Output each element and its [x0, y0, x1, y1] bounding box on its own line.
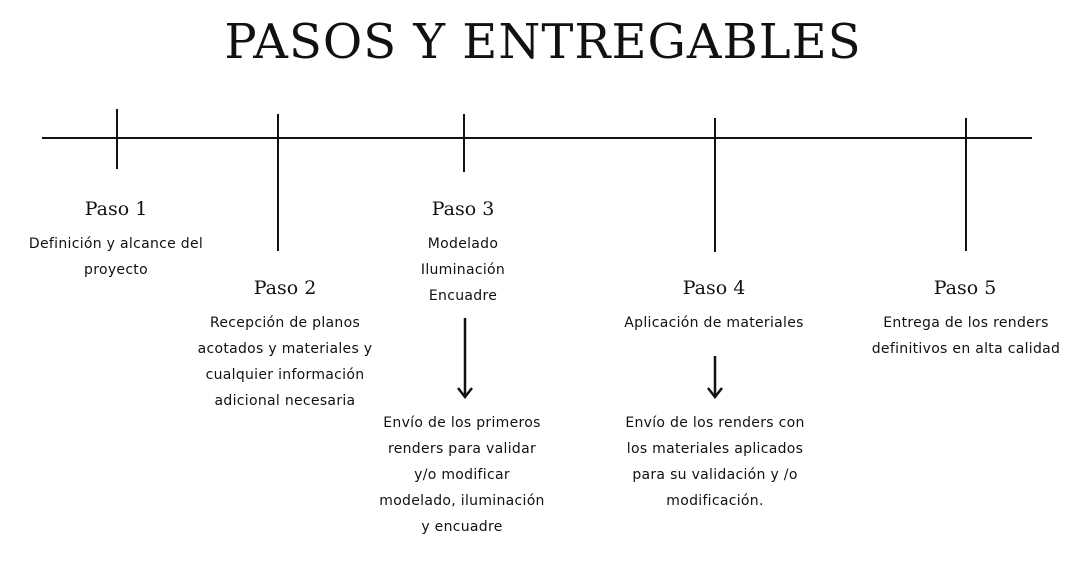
timeline-line [42, 137, 1032, 139]
step-5-line-2: definitivos en alta calidad [871, 341, 1061, 357]
step-3-title: Paso 3 [431, 198, 495, 220]
step-4-title: Paso 4 [682, 277, 746, 299]
timeline-tick-3 [463, 114, 465, 172]
arrow-down-icon [457, 318, 473, 400]
step-1-description: Definición y alcance del proyecto [6, 231, 226, 283]
step-4-line-1: Aplicación de materiales [624, 315, 804, 331]
step-3-line-1: Modelado [427, 236, 499, 252]
step-1-line-2: proyecto [84, 262, 148, 278]
deliverable-2: Envío de los renders con los materiales … [597, 410, 833, 514]
step-5-title: Paso 5 [933, 277, 997, 299]
step-2-line-3: cualquier información [205, 367, 365, 383]
step-2-description: Recepción de planos acotados y materiale… [170, 310, 400, 414]
deliverable-2-line-4: modificación. [666, 493, 764, 509]
step-2-line-2: acotados y materiales y [197, 341, 373, 357]
step-2-line-1: Recepción de planos [209, 315, 361, 331]
deliverable-1-line-4: modelado, iluminación [379, 493, 545, 509]
deliverable-1-line-2: renders para validar [387, 441, 537, 457]
timeline-tick-5 [965, 118, 967, 251]
step-2-line-4: adicional necesaria [214, 393, 356, 409]
step-2-title: Paso 2 [253, 277, 317, 299]
timeline-tick-4 [714, 118, 716, 252]
deliverable-1-line-5: y encuadre [421, 519, 503, 535]
page-title: PASOS Y ENTREGABLES [224, 14, 862, 70]
timeline-tick-1 [116, 109, 118, 169]
step-4-description: Aplicación de materiales [594, 310, 834, 336]
arrow-down-icon [707, 356, 723, 400]
step-1-title: Paso 1 [84, 198, 148, 220]
deliverable-2-line-2: los materiales aplicados [626, 441, 804, 457]
step-3-line-3: Encuadre [428, 288, 498, 304]
deliverable-2-line-1: Envío de los renders con [625, 415, 805, 431]
deliverable-1-line-3: y/o modificar [414, 467, 510, 483]
step-5-description: Entrega de los renders definitivos en al… [852, 310, 1080, 362]
deliverable-1: Envío de los primeros renders para valid… [351, 410, 573, 540]
timeline-tick-2 [277, 114, 279, 251]
deliverable-2-line-3: para su validación y /o [632, 467, 798, 483]
step-5-line-1: Entrega de los renders [883, 315, 1049, 331]
step-3-line-2: Iluminación [420, 262, 506, 278]
deliverable-1-line-1: Envío de los primeros [383, 415, 541, 431]
step-3-description: Modelado Iluminación Encuadre [363, 231, 563, 309]
step-1-line-1: Definición y alcance del [28, 236, 204, 252]
